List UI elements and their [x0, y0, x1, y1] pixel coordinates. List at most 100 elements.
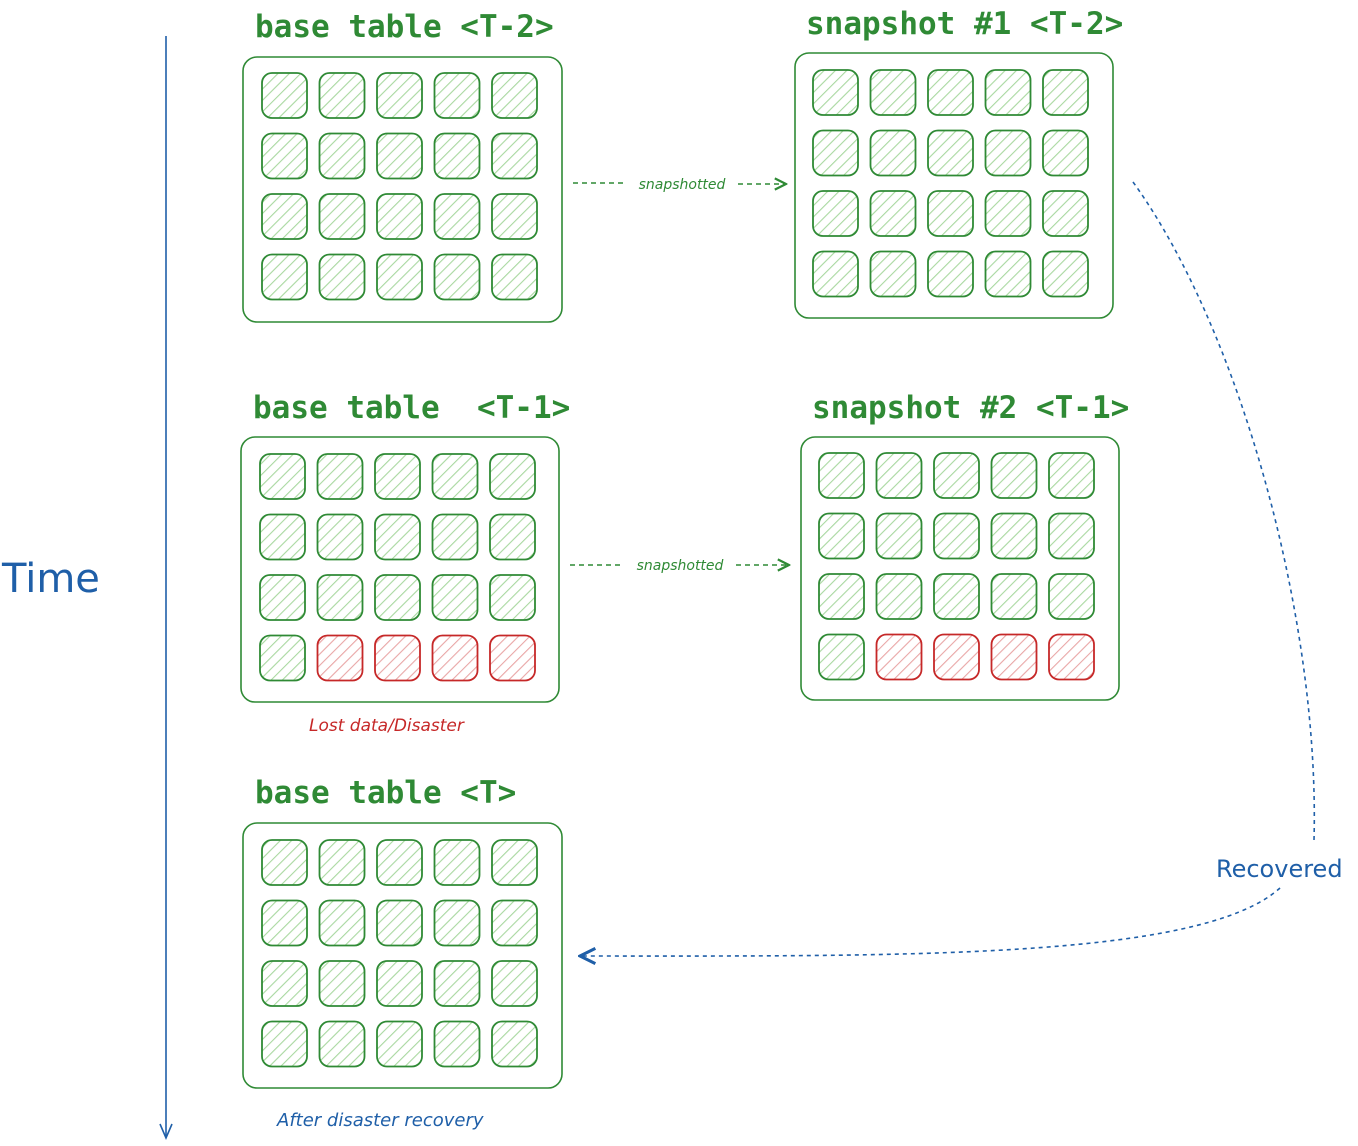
- data-cell: [376, 960, 423, 1007]
- caption-after-recovery: After disaster recovery: [276, 1110, 484, 1131]
- data-cell: [318, 193, 366, 240]
- data-cell: [433, 960, 481, 1007]
- data-cell: [433, 72, 481, 119]
- data-cell: [318, 899, 366, 947]
- data-cell: [933, 573, 980, 620]
- table-frame: [794, 52, 1114, 319]
- data-cell: [374, 453, 421, 500]
- data-cell: [927, 190, 974, 237]
- data-cell: [261, 132, 308, 180]
- snapshot-arrow-label: snapshotted: [639, 177, 726, 193]
- data-cell: [869, 129, 917, 177]
- data-cell: [316, 574, 364, 621]
- data-cell: [431, 574, 479, 621]
- data-cell: [318, 132, 366, 180]
- lost-data-cell: [431, 634, 479, 682]
- data-cell: [1048, 452, 1095, 499]
- data-cell: [318, 253, 366, 301]
- data-cell: [491, 899, 538, 947]
- data-cell: [489, 453, 536, 500]
- data-cell: [261, 253, 308, 301]
- data-cell: [990, 512, 1038, 560]
- data-cell: [318, 1020, 366, 1068]
- data-cell: [433, 899, 481, 947]
- recovery-path-upper: [1132, 181, 1316, 841]
- data-cell: [259, 513, 306, 561]
- data-cell: [489, 513, 536, 561]
- data-cell: [491, 193, 538, 240]
- data-cell: [261, 899, 308, 947]
- data-cell: [1048, 512, 1095, 560]
- data-cell: [376, 72, 423, 119]
- table-base-t: [242, 822, 563, 1089]
- data-cell: [261, 839, 308, 886]
- lost-data-cell: [1048, 633, 1095, 681]
- table-frame: [242, 56, 563, 323]
- time-axis-label: Time: [1, 556, 100, 602]
- data-cell: [491, 960, 538, 1007]
- data-cell: [491, 253, 538, 301]
- data-cell: [376, 899, 423, 947]
- data-cell: [316, 513, 364, 561]
- recovery-path-lower: [580, 887, 1281, 956]
- data-cell: [261, 960, 308, 1007]
- data-cell: [869, 69, 917, 116]
- data-cell: [933, 452, 980, 499]
- lost-data-cell: [316, 634, 364, 682]
- time-axis: Time: [1, 36, 173, 1141]
- data-cell: [316, 453, 364, 500]
- data-cell: [1048, 573, 1095, 620]
- data-cell: [431, 453, 479, 500]
- data-cell: [812, 69, 859, 116]
- data-cell: [491, 1020, 538, 1068]
- data-cell: [933, 512, 980, 560]
- data-cell: [491, 839, 538, 886]
- table-frame: [240, 436, 560, 703]
- data-cell: [259, 574, 306, 621]
- data-cell: [433, 1020, 481, 1068]
- lost-data-cell: [374, 634, 421, 682]
- data-cell: [433, 839, 481, 886]
- data-cell: [491, 72, 538, 119]
- data-cell: [984, 190, 1032, 237]
- data-cell: [812, 129, 859, 177]
- table-title-snapshot-1: snapshot #1 <T-2>: [806, 6, 1123, 42]
- data-cell: [1042, 190, 1089, 237]
- table-base-t-1: [240, 436, 560, 703]
- snapshot-arrow-label: snapshotted: [637, 558, 724, 574]
- data-cell: [318, 839, 366, 886]
- data-cell: [491, 132, 538, 180]
- recovery-arrow: Recovered: [580, 181, 1343, 956]
- data-cell: [1042, 250, 1089, 298]
- snapshot-arrow-1: snapshotted: [573, 177, 786, 193]
- data-cell: [1042, 69, 1089, 116]
- data-cell: [818, 452, 865, 499]
- data-cell: [489, 574, 536, 621]
- time-axis-arrowhead: [159, 1123, 173, 1141]
- data-cell: [431, 513, 479, 561]
- lost-data-cell: [875, 633, 923, 681]
- data-cell: [433, 193, 481, 240]
- data-cell: [318, 72, 366, 119]
- data-cell: [818, 633, 865, 681]
- table-title-snapshot-2: snapshot #2 <T-1>: [812, 390, 1129, 426]
- table-frame: [242, 822, 563, 1089]
- data-cell: [875, 573, 923, 620]
- data-cell: [990, 452, 1038, 499]
- data-cell: [1042, 129, 1089, 177]
- lost-data-cell: [489, 634, 536, 682]
- data-cell: [875, 452, 923, 499]
- data-cell: [376, 1020, 423, 1068]
- data-cell: [374, 574, 421, 621]
- data-cell: [869, 250, 917, 298]
- snapshot-arrow-2: snapshotted: [570, 558, 789, 574]
- data-cell: [927, 250, 974, 298]
- recovery-label: Recovered: [1216, 855, 1343, 883]
- table-snapshot-1: [794, 52, 1114, 319]
- data-cell: [376, 253, 423, 301]
- data-cell: [376, 193, 423, 240]
- data-cell: [261, 193, 308, 240]
- data-cell: [984, 69, 1032, 116]
- data-cell: [259, 453, 306, 500]
